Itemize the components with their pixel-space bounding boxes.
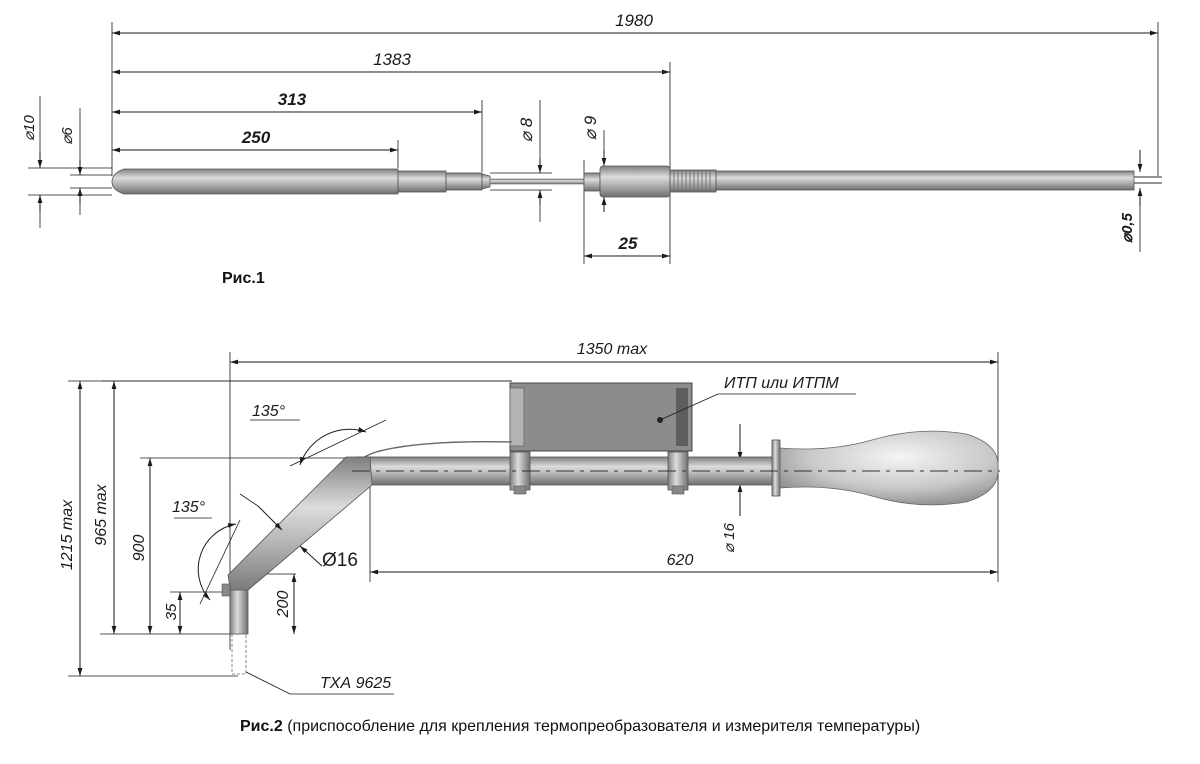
dim-313: 313 (278, 90, 307, 109)
label-device: ИТП или ИТПМ (724, 375, 839, 392)
dim-900: 900 (131, 535, 148, 562)
dim-phi16-vertical: ⌀ 16 (721, 522, 738, 553)
dim-phi10: ⌀10 (21, 114, 38, 140)
fig1-caption: Рис.1 (222, 270, 265, 287)
dim-1383: 1383 (373, 50, 411, 69)
dim-phi05: ⌀0,5 (1119, 212, 1136, 243)
dim-35: 35 (163, 603, 180, 620)
dim-phi9: ⌀ 9 (581, 115, 600, 140)
dim-1980: 1980 (615, 11, 653, 30)
fig2-drawing: 1350 max 620 1215 max 965 max 900 35 200… (59, 341, 1000, 695)
dim-250: 250 (241, 128, 271, 147)
dim-1350: 1350 max (577, 341, 648, 358)
dim-phi16: Ø16 (322, 550, 358, 571)
dim-phi8: ⌀ 8 (517, 117, 536, 142)
dim-965: 965 max (93, 483, 110, 545)
fig2-caption-text: (приспособление для крепления термопреоб… (282, 718, 921, 735)
dim-25: 25 (618, 234, 638, 253)
angle-135-bottom: 135° (172, 499, 206, 516)
angle-135-top: 135° (252, 403, 286, 420)
dim-620: 620 (667, 552, 694, 569)
dim-1215: 1215 max (59, 499, 76, 570)
label-sensor: ТХА 9625 (320, 675, 391, 692)
fig1-drawing: 1980 1383 313 250 25 ⌀10 ⌀6 ⌀ 8 ⌀ 9 ⌀0,5 (21, 11, 1162, 264)
fig2-caption-bold: Рис.2 (240, 718, 283, 735)
fig2-caption: Рис.2 (приспособление для крепления терм… (240, 718, 920, 736)
dim-phi6: ⌀6 (59, 127, 76, 145)
dim-200: 200 (275, 591, 292, 619)
